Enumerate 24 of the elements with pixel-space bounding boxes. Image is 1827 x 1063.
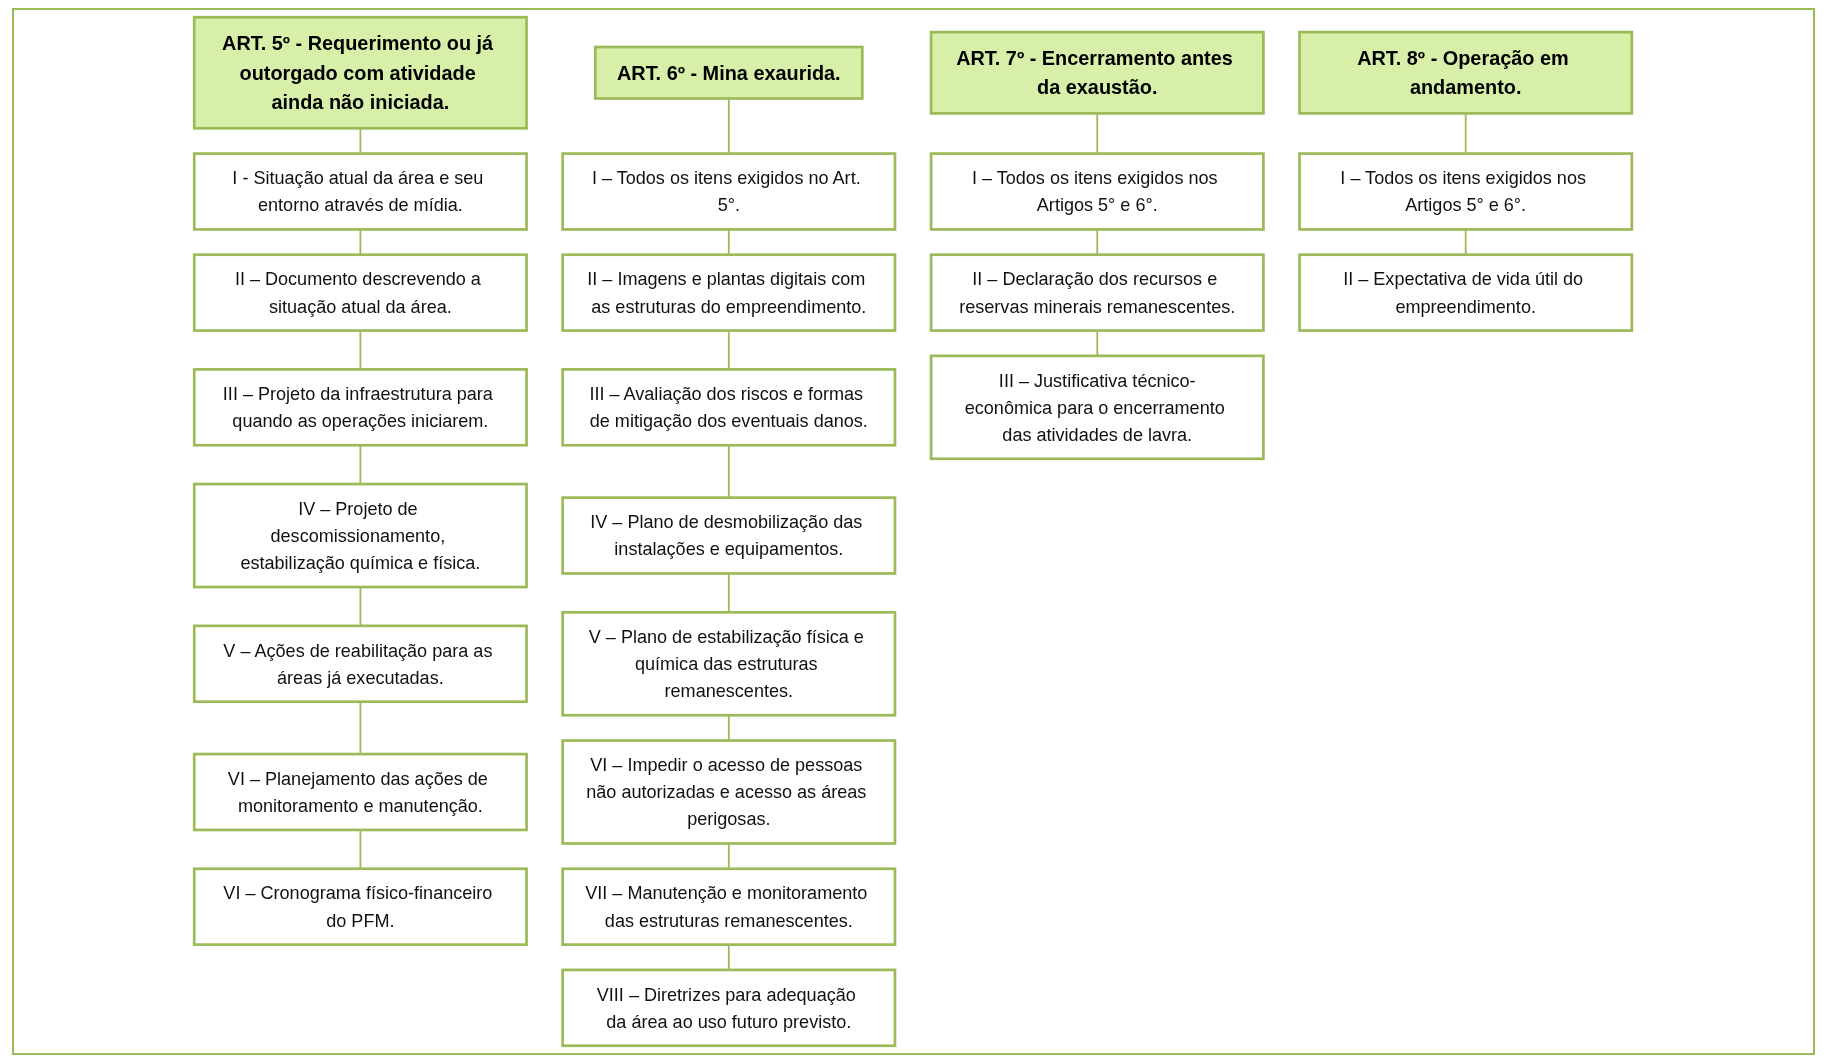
node-box: ART. 7º - Encerramento antes da exaustão. [930,30,1266,115]
node-box: V – Ações de reabilitação para as áreas já executadas. [193,624,529,704]
node-box: III – Projeto da infraestrutura para quando as operações iniciarem. [193,368,529,447]
node-box: II – Expectativa de vida útil do empreendimento. [1298,253,1634,332]
node-box: II – Documento descrevendo a situação atual da área. [193,253,529,332]
node-box: ART. 6º - Mina exaurida. [594,45,865,100]
node-box: IV – Projeto de descomissionamento, estabilização química e física. [193,482,529,589]
node-box: I – Todos os itens exigidos nos Artigos 5° e 6°. [1298,152,1634,231]
node-box: VI – Cronograma físico-financeiro do PFM. [193,867,529,946]
node-box: II – Declaração dos recursos e reservas minerais remanescentes. [930,253,1266,332]
node-box: I - Situação atual da área e seu entorno através de mídia. [193,152,529,231]
node-box: II – Imagens e plantas digitais com as estruturas do empreendimento. [561,253,897,332]
node-box: ART. 5º - Requerimento ou já outorgado com atividade ainda não iniciada. [193,15,529,130]
node-box: IV – Plano de desmobilização das instalações e equipamentos. [561,496,897,575]
node-box: VI – Impedir o acesso de pessoas não autorizadas e acesso as áreas perigosas. [561,739,897,845]
node-box: V – Plano de estabilização física e química das estruturas remanescentes. [561,610,897,717]
node-box: VI – Planejamento das ações de monitoramento e manutenção. [193,752,529,832]
node-box: I – Todos os itens exigidos no Art. 5°. [561,152,897,231]
node-box: III – Justificativa técnico-econômica para o encerramento das atividades de lavra. [930,354,1266,461]
node-box: ART. 8º - Operação em andamento. [1298,30,1634,115]
node-box: VIII – Diretrizes para adequação da área ao uso futuro previsto. [561,968,897,1048]
node-box: III – Avaliação dos riscos e formas de mitigação dos eventuais danos. [561,368,897,447]
node-box: VII – Manutenção e monitoramento das estruturas remanescentes. [561,867,897,946]
node-box: I – Todos os itens exigidos nos Artigos 5° e 6°. [930,152,1266,231]
